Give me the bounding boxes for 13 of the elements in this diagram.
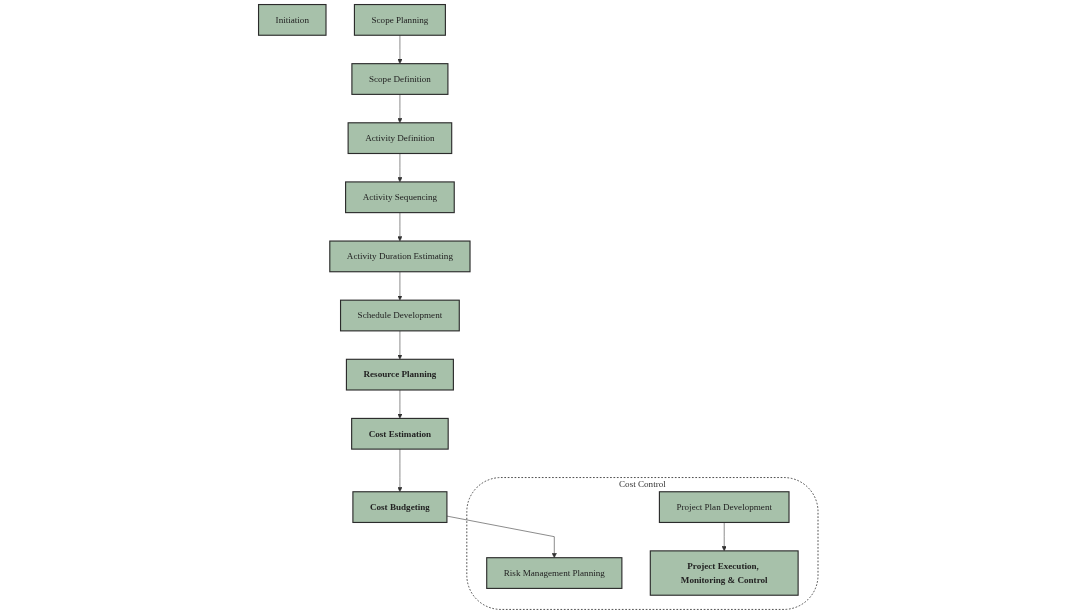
node-box: Cost Budgeting	[352, 491, 448, 524]
node-box: Activity Sequencing	[345, 181, 455, 214]
node-box: Initiation	[258, 4, 327, 36]
node-box: Scope Definition	[351, 63, 449, 95]
node-box: Resource Planning	[346, 358, 455, 391]
node-box: Risk Management Planning	[486, 557, 623, 589]
node-box: Cost Estimation	[351, 417, 449, 450]
node-box: Activity Definition	[347, 122, 453, 155]
node-box: Project Execution, Monitoring & Control	[649, 550, 799, 596]
node-box: Scope Planning	[354, 4, 447, 36]
node-box: Project Plan Development	[659, 491, 790, 524]
node-box: Schedule Development	[340, 299, 461, 332]
node-box: Activity Duration Estimating	[329, 240, 471, 273]
